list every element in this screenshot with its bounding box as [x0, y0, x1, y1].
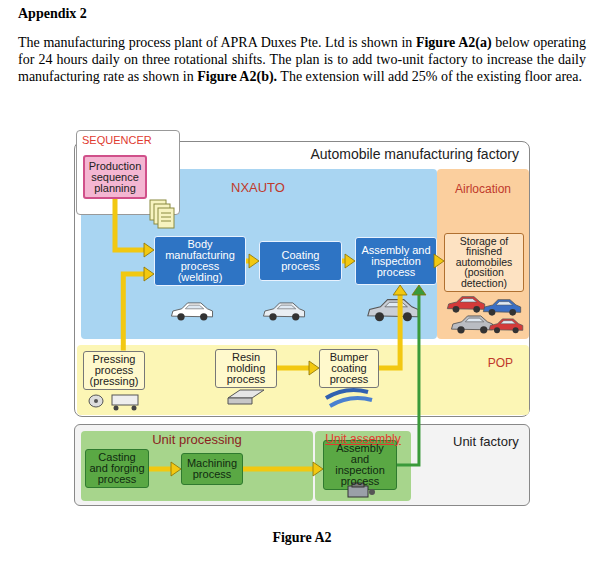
process-box: Coating process — [259, 241, 342, 281]
process-box: Bumper coating process — [319, 349, 379, 388]
region-heading: NXAUTO — [231, 181, 285, 195]
sequencer-frame: SEQUENCER Production sequence planning — [76, 130, 180, 215]
process-box: Casting and forging process — [85, 449, 149, 488]
storage-box: Storage of finished automobiles (positio… — [444, 233, 524, 292]
process-box: Pressing process (pressing) — [83, 351, 145, 390]
box-label: Coating process — [263, 250, 338, 272]
region-heading: Unit factory — [453, 435, 519, 449]
box-label: Machining process — [185, 458, 239, 480]
paragraph-text: The extension will add 25% of the existi… — [280, 69, 582, 84]
figure-reference: Figure A2(a) — [416, 35, 492, 50]
process-box: Production sequence planning — [83, 155, 147, 199]
unit-assembly-zone: Unit assemblyAssembly and inspection pro… — [315, 431, 411, 501]
unit-factory-frame: Unit factory Unit processingCasting and f… — [74, 424, 530, 506]
process-box: Machining process — [181, 453, 243, 485]
box-label: Casting and forging process — [89, 452, 145, 485]
paragraph-text: The manufacturing process plant of APRA … — [18, 35, 412, 50]
box-label: Body manufacturing process (welding) — [158, 239, 242, 283]
region-heading: Unit processing — [81, 433, 313, 447]
figure-reference: Figure A2(b). — [197, 69, 277, 84]
box-label: Assembly and inspection process — [327, 443, 393, 487]
box-label: Resin molding process — [219, 352, 273, 385]
intro-paragraph: The manufacturing process plant of APRA … — [18, 34, 586, 85]
box-label: Bumper coating process — [323, 352, 375, 385]
box-label: Production sequence planning — [87, 161, 143, 194]
process-box: Assembly and inspection process — [355, 237, 437, 285]
box-label: Storage of finished automobiles (positio… — [448, 236, 520, 289]
box-label: Assembly and inspection process — [359, 245, 433, 278]
pop-zone: POP Pressing process (pressing) Resin mold… — [77, 345, 529, 415]
region-heading: POP — [488, 357, 513, 370]
region-heading: Automobile manufacturing factory — [310, 147, 519, 162]
airlocation-zone: AirlocationStorage of finished automobil… — [437, 169, 529, 339]
figure-caption: Figure A2 — [0, 530, 604, 546]
process-box: Body manufacturing process (welding) — [154, 236, 246, 286]
process-box: Assembly and inspection process — [323, 440, 397, 490]
region-heading: SEQUENCER — [82, 134, 152, 146]
unit-processing-zone: Unit processingCasting and forging proce… — [81, 431, 313, 501]
appendix-title: Appendix 2 — [18, 6, 87, 22]
process-box: Resin molding process — [215, 349, 277, 388]
region-heading: Airlocation — [437, 183, 529, 196]
box-label: Pressing process (pressing) — [87, 354, 141, 387]
